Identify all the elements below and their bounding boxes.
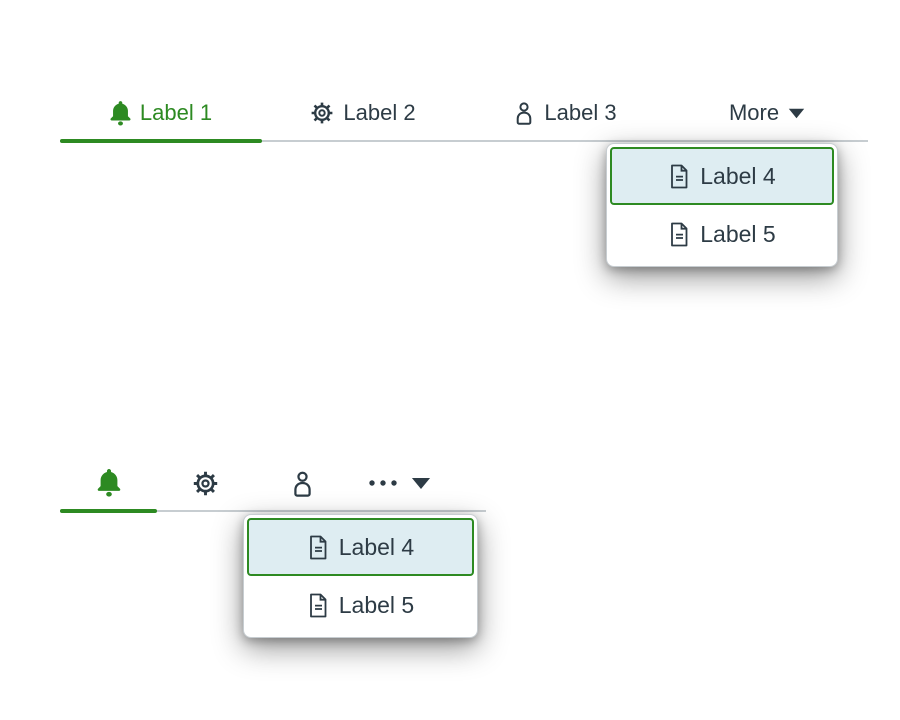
- document-icon: [668, 222, 691, 247]
- bell-icon: [97, 469, 121, 497]
- ellipsis-icon: [368, 480, 397, 486]
- document-icon: [668, 164, 691, 189]
- gear-icon: [192, 470, 219, 497]
- icon-tab-bar: [60, 456, 486, 513]
- text-tab-bar: Label 1 Label 2 Label 3: [60, 86, 868, 143]
- tab-label: Label 1: [139, 100, 213, 125]
- tab-label: Label 2: [343, 100, 416, 125]
- menu-item-label: Label 5: [700, 220, 776, 247]
- menu-item-label-5[interactable]: Label 5: [247, 576, 474, 634]
- tab-label-3[interactable]: Label 3: [464, 86, 666, 140]
- caret-down-icon: [788, 108, 805, 119]
- tab-gear[interactable]: [157, 456, 254, 510]
- user-icon: [290, 470, 315, 497]
- bell-icon: [110, 100, 131, 126]
- tab-user[interactable]: [254, 456, 351, 510]
- gear-icon: [310, 101, 334, 125]
- menu-item-label-4[interactable]: Label 4: [247, 518, 474, 576]
- document-icon: [307, 535, 330, 560]
- menu-item-label: Label 5: [338, 591, 415, 618]
- more-dropdown-menu: Label 4 Label 5: [606, 143, 838, 267]
- tab-more-menu-trigger[interactable]: More: [666, 86, 868, 140]
- tab-label: More: [728, 100, 780, 125]
- tab-bell[interactable]: [60, 456, 157, 513]
- overflow-dropdown-menu: Label 4 Label 5: [243, 514, 478, 638]
- menu-item-label-4[interactable]: Label 4: [610, 147, 834, 205]
- menu-item-label: Label 4: [338, 533, 415, 560]
- document-icon: [307, 593, 330, 618]
- menu-item-label: Label 4: [700, 162, 776, 189]
- overflow-trigger-group: [368, 477, 431, 490]
- tab-overflow-menu-trigger[interactable]: [351, 456, 448, 510]
- user-icon: [513, 101, 535, 125]
- tab-label-2[interactable]: Label 2: [262, 86, 464, 140]
- caret-down-icon: [411, 477, 431, 490]
- tab-label-1[interactable]: Label 1: [60, 86, 262, 143]
- menu-item-label-5[interactable]: Label 5: [610, 205, 834, 263]
- tab-label: Label 3: [544, 100, 617, 125]
